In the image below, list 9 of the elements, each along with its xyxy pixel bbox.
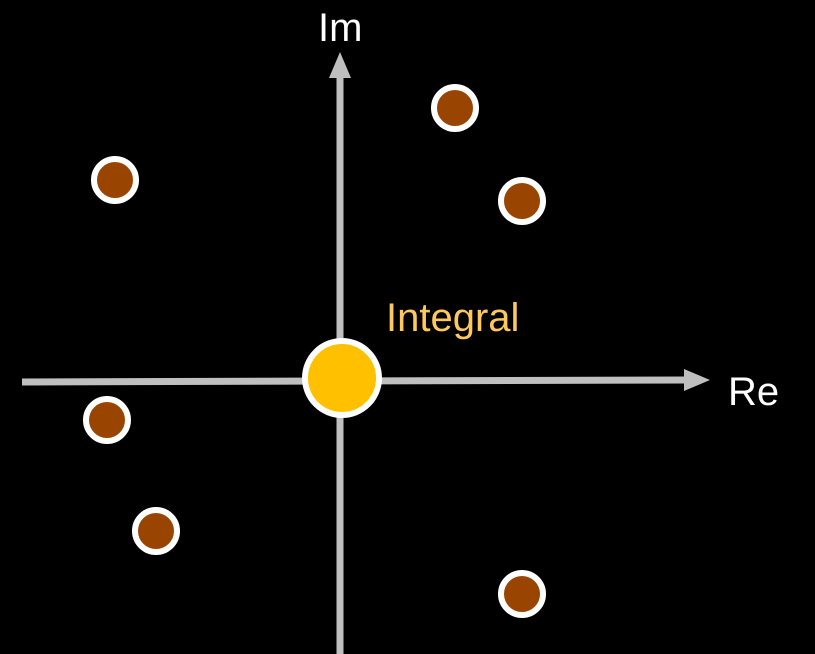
axis-label: Re (728, 372, 780, 412)
point-label: Integral (386, 298, 520, 338)
axis-label: Im (318, 8, 362, 48)
pole-point (83, 396, 131, 444)
pole-point (431, 84, 479, 132)
pole-point (91, 156, 139, 204)
pole-point (498, 570, 546, 618)
pole-point (132, 507, 180, 555)
pole-point (498, 177, 546, 225)
